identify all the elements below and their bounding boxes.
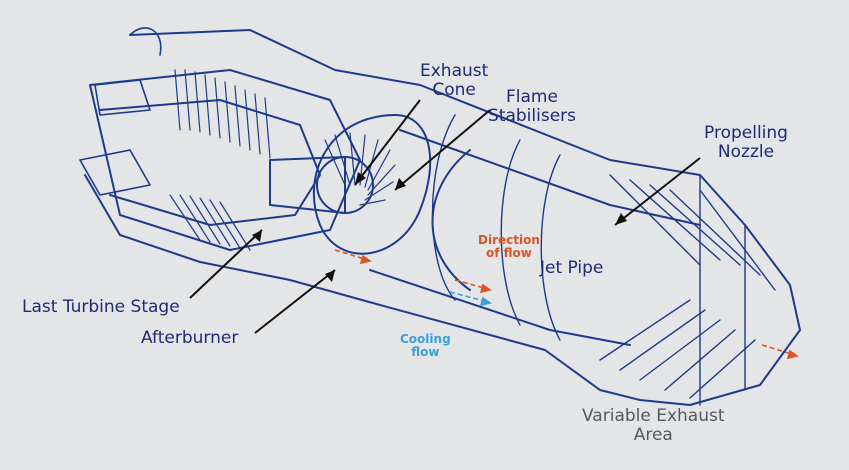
direction-of-flow-arrows bbox=[334, 249, 799, 360]
leader-arrowheads bbox=[252, 172, 627, 282]
leader-last-turbine-stage bbox=[189, 229, 263, 299]
label-propelling-nozzle: Propelling Nozzle bbox=[704, 123, 788, 163]
turbine-blades bbox=[169, 69, 396, 251]
label-variable-exhaust-area: Variable Exhaust Area bbox=[582, 406, 725, 446]
label-flame-stabilisers: Flame Stabilisers bbox=[488, 87, 576, 127]
cooling-flow-arrows bbox=[449, 291, 492, 307]
body-bottom-edge bbox=[84, 174, 801, 406]
jet-pipe-back-rim bbox=[431, 149, 471, 291]
label-direction-of-flow: Direction of flow bbox=[478, 233, 540, 261]
jet-pipe-upper-line bbox=[399, 129, 701, 226]
leader-lines bbox=[189, 99, 701, 334]
label-last-turbine-stage: Last Turbine Stage bbox=[22, 297, 180, 317]
jet-pipe-lower-line bbox=[369, 269, 631, 346]
body-top-edge bbox=[129, 29, 801, 331]
label-cooling-flow: Cooling flow bbox=[400, 332, 451, 360]
nozzle-petals bbox=[599, 174, 776, 406]
front-casing-inner bbox=[99, 99, 321, 226]
label-afterburner: Afterburner bbox=[141, 328, 239, 348]
turbine-disc-ring bbox=[312, 114, 432, 255]
liner-rings bbox=[431, 114, 561, 341]
leader-flame-stabilisers bbox=[394, 109, 491, 191]
leader-afterburner bbox=[254, 269, 336, 334]
leader-exhaust-cone bbox=[354, 99, 421, 186]
cutaway-pipes bbox=[79, 27, 162, 196]
label-exhaust-cone: Exhaust Cone bbox=[420, 61, 489, 101]
label-jet-pipe: Jet Pipe bbox=[540, 258, 604, 278]
leader-propelling-nozzle bbox=[614, 157, 701, 226]
exhaust-cone-body bbox=[269, 156, 346, 214]
